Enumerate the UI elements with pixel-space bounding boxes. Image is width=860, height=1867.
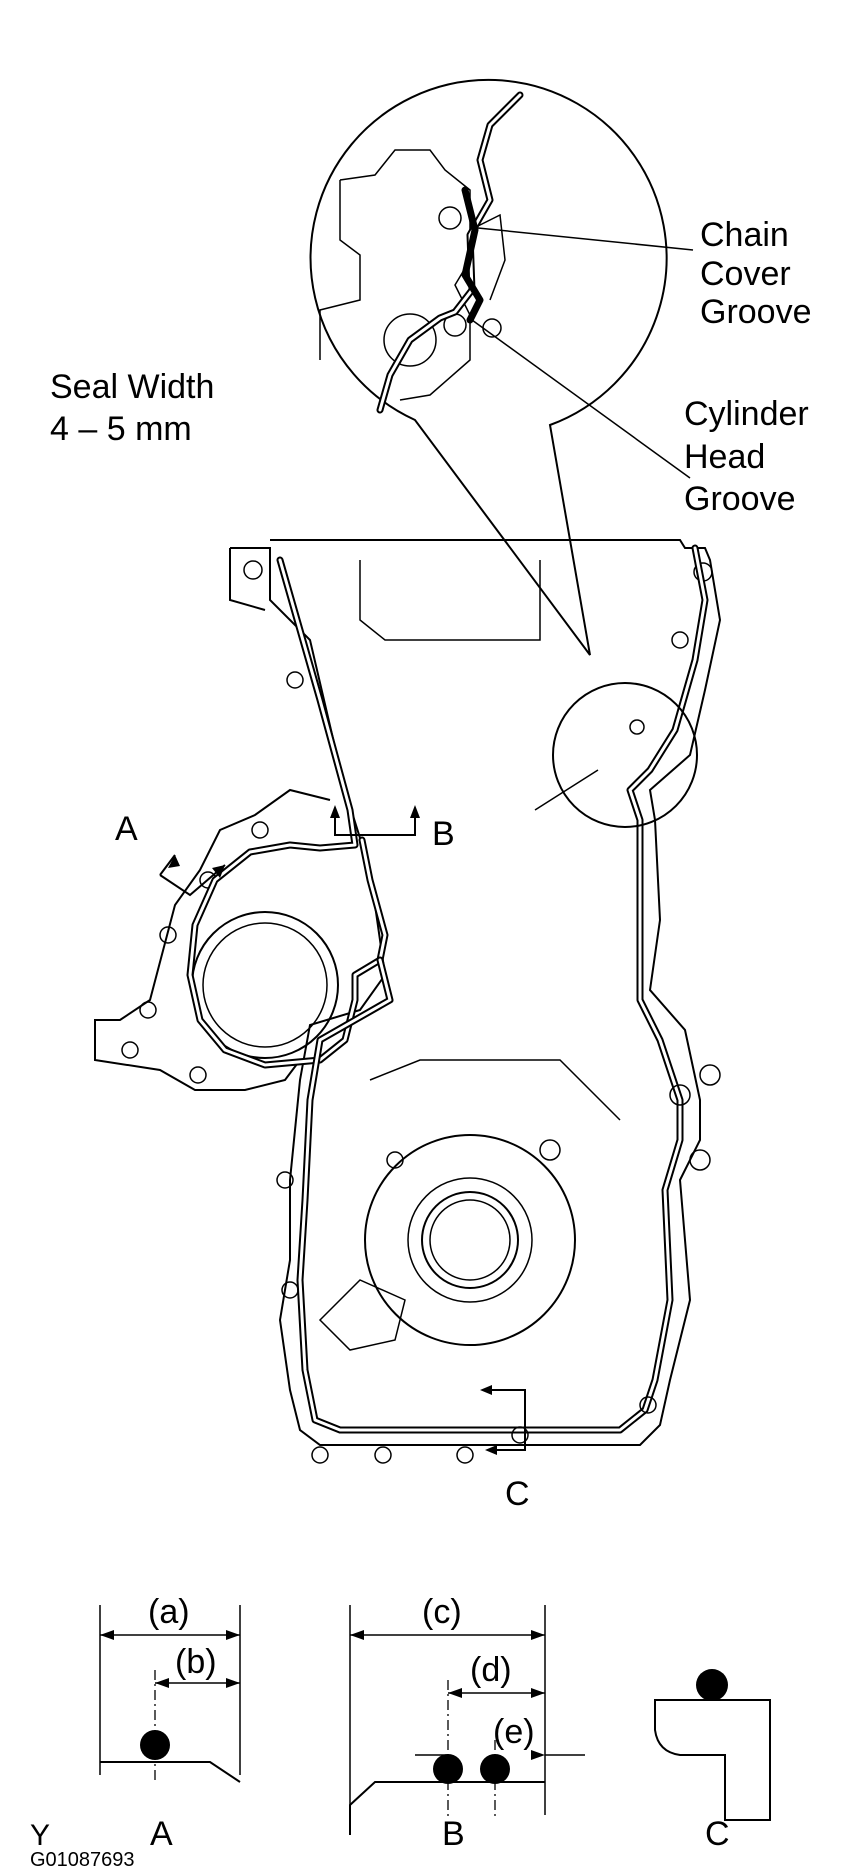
figure-id: G01087693 xyxy=(30,1849,135,1867)
cross-section-b: (c) (d) (e) B xyxy=(349,1593,585,1853)
dim-c-label: (c) xyxy=(422,1593,462,1631)
callout-seal-width: Seal Width 4 – 5 mm xyxy=(50,368,214,448)
section-cut-c: C xyxy=(480,1385,530,1513)
seal-width-label: Seal Width xyxy=(50,368,214,406)
timing-chain-cover xyxy=(94,539,722,1464)
callout-cyl-head-line2: Head xyxy=(684,438,765,476)
dim-d-label: (d) xyxy=(470,1651,512,1689)
callout-chain-cover-line1: Chain xyxy=(700,216,789,254)
section-marker-b: B xyxy=(432,815,455,853)
callout-chain-cover-line3: Groove xyxy=(700,293,812,331)
section-marker-c: C xyxy=(505,1475,530,1513)
dim-a-label: (a) xyxy=(148,1593,190,1631)
callout-cyl-head-line3: Groove xyxy=(684,480,796,518)
callout-cyl-head-line1: Cylinder xyxy=(684,395,809,433)
cross-section-a: (a) (b) A xyxy=(99,1593,241,1853)
callout-chain-cover-groove: Chain Cover Groove xyxy=(700,216,812,331)
cross-section-c: C xyxy=(654,1669,771,1853)
section-label-a: A xyxy=(150,1815,173,1853)
callout-chain-cover-line2: Cover xyxy=(700,255,791,293)
section-marker-a: A xyxy=(115,810,138,848)
dim-b-label: (b) xyxy=(175,1643,217,1681)
section-label-b: B xyxy=(442,1815,465,1853)
code-letter: Y xyxy=(30,1819,50,1852)
section-label-c: C xyxy=(705,1815,730,1853)
section-cut-a: A xyxy=(115,810,226,897)
dim-e-label: (e) xyxy=(493,1713,535,1751)
section-cut-b: B xyxy=(330,805,455,853)
detail-magnifier xyxy=(309,78,694,656)
seal-width-value: 4 – 5 mm xyxy=(50,410,192,448)
callout-cylinder-head-groove: Cylinder Head Groove xyxy=(684,395,809,518)
